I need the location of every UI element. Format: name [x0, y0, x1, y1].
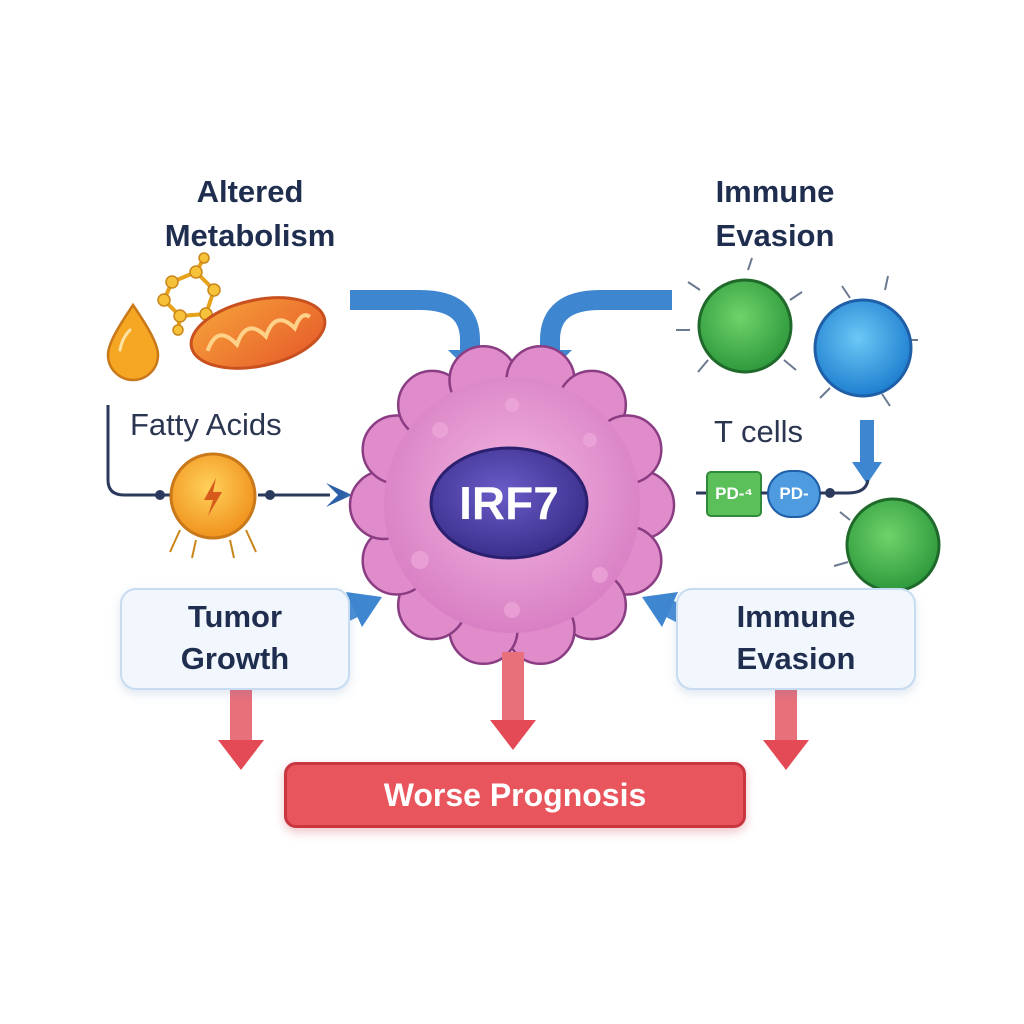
arrow-core-down: [490, 652, 536, 750]
arrow-tcell-down: [852, 420, 882, 484]
immune-evasion-box: Immune Evasion: [676, 588, 916, 690]
label-immune-evasion-top-line2: Evasion: [715, 218, 835, 253]
label-immune-evasion-top: Immune Evasion: [680, 170, 870, 258]
label-altered-metabolism: Altered Metabolism: [140, 170, 360, 258]
label-altered-metabolism-line1: Altered: [196, 174, 304, 209]
t-cell-green-icon: [676, 257, 803, 374]
arrow-immune-box-down: [763, 690, 809, 770]
t-cell-blue-icon: [813, 275, 918, 407]
immune-evasion-box-text: Immune Evasion: [678, 596, 914, 680]
molecule-icon: [157, 252, 221, 336]
irf7-nucleus: [429, 446, 589, 560]
worse-prognosis-banner: Worse Prognosis: [284, 762, 746, 828]
label-t-cells: T cells: [714, 414, 804, 449]
tumor-growth-text: Tumor Growth: [122, 596, 348, 680]
arrow-tumor-growth-down: [218, 690, 264, 770]
mitochondrion-icon: [189, 296, 327, 370]
immune-evasion-box-line2: Evasion: [736, 641, 856, 676]
receptor-icon: [696, 470, 870, 518]
tumor-growth-box: Tumor Growth: [120, 588, 350, 690]
label-altered-metabolism-line2: Metabolism: [164, 218, 336, 253]
worse-prognosis-text: Worse Prognosis: [383, 777, 647, 813]
pd-green-label: PD-⁴: [715, 484, 753, 503]
pd-blue-label: PD-: [779, 484, 809, 503]
droplet-icon: [106, 302, 160, 382]
tumor-growth-line1: Tumor: [187, 599, 283, 634]
fatty-acid-pathway: [106, 405, 352, 507]
irf7-label: IRF7: [459, 477, 559, 529]
immune-evasion-box-line1: Immune: [736, 599, 856, 634]
label-fatty-acids: Fatty Acids: [130, 407, 282, 442]
t-cell-green-small-icon: [833, 497, 941, 593]
label-immune-evasion-top-line1: Immune: [715, 174, 835, 209]
energy-cell-icon: [169, 452, 257, 559]
tumor-growth-line2: Growth: [180, 641, 290, 676]
